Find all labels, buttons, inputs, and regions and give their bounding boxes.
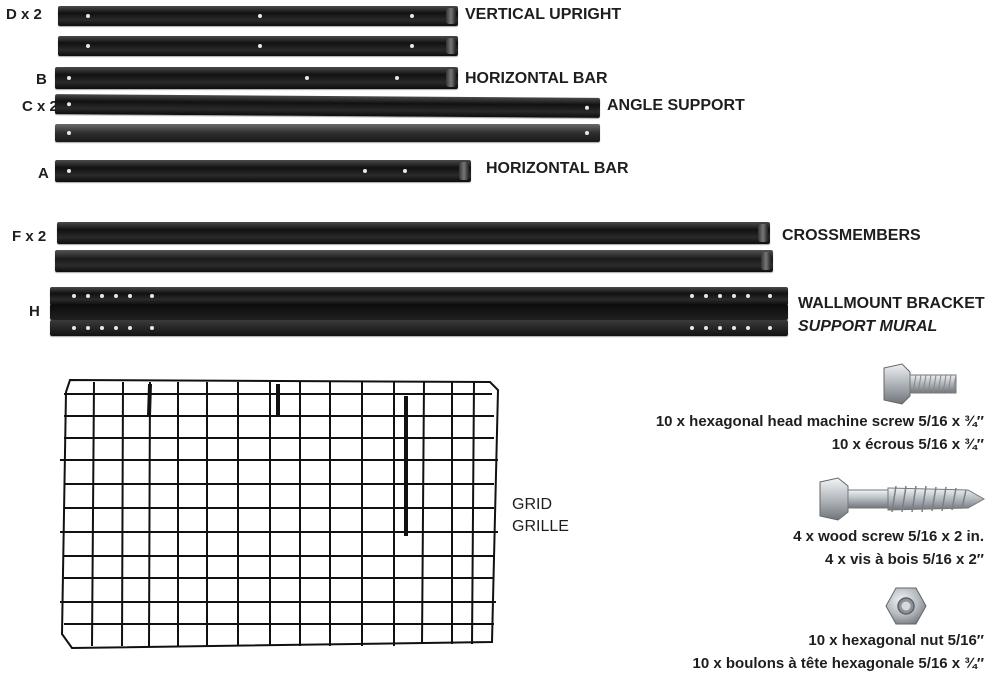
hex-nut-icon (885, 587, 927, 625)
wallmount-bracket-bottom (50, 320, 788, 336)
angle-support-label: ANGLE SUPPORT (607, 97, 745, 114)
machine-screw-label-fr: 10 x écrous 5/16 x ¾″ (831, 436, 984, 453)
horizontal-bar-a-label: HORIZONTAL BAR (486, 160, 629, 177)
vertical-upright-label: VERTICAL UPRIGHT (465, 6, 622, 23)
angle-support-bar-1 (54, 94, 601, 118)
horizontal-bar-a (55, 160, 471, 182)
vertical-upright-bar-2 (58, 36, 458, 56)
part-code-a: A (38, 165, 49, 182)
machine-screw-label: 10 x hexagonal head machine screw 5/16 x… (655, 413, 984, 430)
vertical-upright-bar-1 (58, 6, 458, 26)
crossmembers-label: CROSSMEMBERS (782, 227, 921, 244)
wood-screw-icon (819, 477, 986, 521)
wallmount-bracket-body (50, 304, 788, 320)
part-code-d: D x 2 (6, 6, 42, 23)
wood-screw-label-fr: 4 x vis à bois 5/16 x 2″ (825, 551, 984, 568)
grid-label: GRID (512, 496, 552, 513)
wallmount-bracket-label: WALLMOUNT BRACKET (798, 295, 985, 312)
machine-screw-icon (883, 363, 957, 405)
crossmember-bar-2 (55, 250, 773, 272)
hex-nut-label-fr: 10 x boulons à tête hexagonale 5/16 x ¾″ (692, 655, 984, 672)
part-code-f: F x 2 (12, 228, 47, 245)
part-code-b: B (36, 71, 47, 88)
wallmount-bracket-label-fr: SUPPORT MURAL (798, 318, 938, 335)
crossmember-bar-1 (57, 222, 770, 244)
part-code-c: C x 2 (22, 98, 58, 115)
part-code-h: H (29, 303, 40, 320)
horizontal-bar-b (55, 67, 458, 89)
horizontal-bar-b-label: HORIZONTAL BAR (465, 70, 608, 87)
wood-screw-label: 4 x wood screw 5/16 x 2 in. (793, 528, 984, 545)
wallmount-bracket-top (50, 287, 788, 305)
angle-support-bar-2 (55, 124, 600, 142)
grid-label-fr: GRILLE (512, 518, 569, 535)
wire-grid-illustration (60, 378, 500, 650)
hex-nut-label: 10 x hexagonal nut 5/16″ (808, 632, 984, 649)
